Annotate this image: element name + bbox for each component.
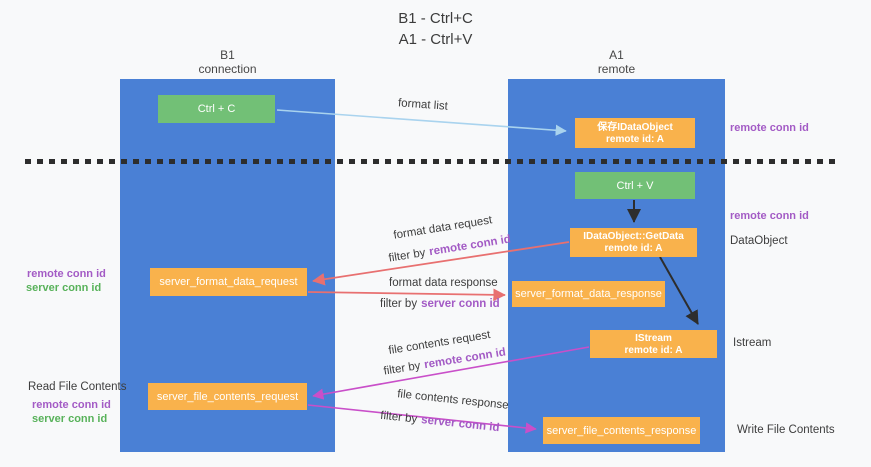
label-filter-by-text-1: filter by: [387, 246, 427, 265]
annotation-remote-conn-id-mid: remote conn id: [730, 210, 809, 222]
annotation-left-remote-conn-id-1: remote conn id: [27, 268, 106, 280]
annotation-write-file-contents: Write File Contents: [737, 424, 835, 436]
label-server-conn-id-1: server conn id: [421, 298, 500, 310]
annotation-dataobject: DataObject: [730, 235, 788, 247]
label-filter-by-text-4: filter by: [379, 409, 418, 426]
node-ctrl-c-label: Ctrl + C: [197, 103, 236, 115]
arrow-format-data-response: [307, 288, 506, 302]
column-b1-name: B1: [220, 48, 235, 62]
column-a1-name: A1: [609, 48, 624, 62]
node-save-idataobject-line1: 保存IDataObject: [597, 121, 673, 133]
node-ctrl-v: Ctrl + V: [575, 172, 695, 199]
node-save-idataobject-line2: remote id: A: [606, 133, 664, 145]
node-server-file-contents-request-label: server_file_contents_request: [156, 390, 299, 403]
column-a1-subtitle: remote: [597, 62, 636, 76]
label-format-data-response: format data response: [389, 277, 498, 289]
title-line-1: B1 - Ctrl+C: [398, 10, 473, 27]
annotation-istream: Istream: [733, 337, 772, 349]
node-server-file-contents-response: server_file_contents_response: [543, 417, 700, 444]
label-file-contents-response: file contents response: [396, 388, 510, 412]
node-getdata-line1: IDataObject::GetData: [583, 231, 684, 242]
node-server-format-data-response: server_format_data_response: [512, 281, 665, 307]
label-filter-by-text-3: filter by: [382, 359, 422, 378]
annotation-left-server-conn-id-1: server conn id: [26, 282, 102, 294]
phase-separator-dashed-line: [25, 159, 835, 164]
node-ctrl-v-label: Ctrl + V: [616, 179, 654, 192]
node-idataobject-getdata: IDataObject::GetData remote id: A: [570, 228, 697, 257]
label-filter-by-text-2: filter by: [380, 298, 418, 310]
node-server-file-contents-request: server_file_contents_request: [148, 383, 307, 410]
node-server-format-data-request: server_format_data_request: [150, 268, 307, 296]
node-istream: IStream remote id: A: [590, 330, 717, 358]
label-remote-conn-id-1: remote conn id: [428, 233, 512, 259]
column-header-b1: B1 connection: [120, 48, 335, 76]
label-format-list: format list: [397, 97, 449, 113]
node-ctrl-c: Ctrl + C: [158, 95, 275, 123]
label-server-conn-id-2: server conn id: [420, 414, 501, 435]
node-istream-line1: IStream: [635, 332, 672, 344]
annotation-remote-conn-id-top: remote conn id: [730, 122, 809, 134]
annotation-left-remote-conn-id-2: remote conn id: [32, 399, 111, 411]
annotation-read-file-contents: Read File Contents: [28, 381, 127, 393]
diagram-title: B1 - Ctrl+C A1 - Ctrl+V: [0, 8, 871, 50]
column-header-a1: A1 remote: [508, 48, 725, 76]
node-istream-line2: remote id: A: [624, 344, 683, 356]
label-remote-conn-id-2: remote conn id: [423, 346, 507, 372]
annotation-left-server-conn-id-2: server conn id: [32, 413, 108, 425]
title-line-2: A1 - Ctrl+V: [398, 31, 473, 48]
node-save-idataobject: 保存IDataObject remote id: A: [575, 118, 695, 148]
node-server-format-data-request-label: server_format_data_request: [159, 276, 298, 288]
node-getdata-line2: remote id: A: [604, 243, 663, 254]
node-server-format-data-response-label: server_format_data_response: [515, 288, 662, 300]
column-b1-subtitle: connection: [198, 62, 257, 76]
node-server-file-contents-response-label: server_file_contents_response: [546, 424, 697, 437]
